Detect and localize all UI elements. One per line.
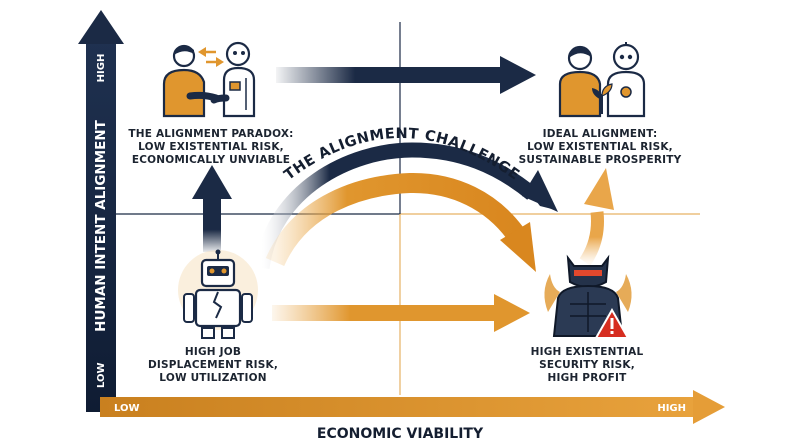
- human-robot-handshake-icon: [162, 41, 256, 118]
- warning-icon: [594, 307, 630, 339]
- y-axis: [78, 10, 124, 412]
- caption-bottom-left-line3: LOW UTILIZATION: [159, 372, 267, 384]
- arrow-bottom-right: [272, 294, 530, 332]
- caption-bottom-left-line1: HIGH JOB: [184, 346, 242, 358]
- caption-bottom-right-line2: SECURITY RISK,: [539, 359, 635, 371]
- y-axis-title: HUMAN INTENT ALIGNMENT: [93, 119, 109, 332]
- arc-navy: [254, 142, 537, 270]
- arrow-top-right: [276, 56, 536, 94]
- arrow-right-up: [579, 168, 614, 266]
- cracked-robot-icon: [178, 249, 258, 339]
- caption-top-left: THE ALIGNMENT PARADOX: LOW EXISTENTIAL R…: [128, 128, 294, 167]
- caption-top-right-line2: LOW EXISTENTIAL RISK,: [527, 141, 673, 153]
- caption-top-right-line3: SUSTAINABLE PROSPERITY: [518, 154, 682, 166]
- x-axis-low-label: LOW: [114, 403, 140, 414]
- caption-bottom-right: HIGH EXISTENTIAL SECURITY RISK, HIGH PRO…: [512, 346, 662, 385]
- y-axis-low-label: LOW: [96, 362, 107, 388]
- arc-orange: [265, 172, 524, 267]
- x-axis: [100, 390, 725, 424]
- x-axis-title: ECONOMIC VIABILITY: [317, 426, 484, 442]
- x-axis-high-label: HIGH: [657, 403, 686, 414]
- caption-top-right: IDEAL ALIGNMENT: LOW EXISTENTIAL RISK, S…: [510, 128, 690, 167]
- caption-top-left-line2: LOW EXISTENTIAL RISK,: [138, 141, 284, 153]
- arc-orange-head: [500, 222, 536, 272]
- human-robot-plant-icon: [558, 42, 646, 118]
- caption-top-right-line1: IDEAL ALIGNMENT:: [542, 128, 658, 140]
- caption-bottom-right-line1: HIGH EXISTENTIAL: [530, 346, 644, 358]
- caption-top-left-line1: THE ALIGNMENT PARADOX:: [128, 128, 294, 140]
- caption-bottom-left-line2: DISPLACEMENT RISK,: [147, 359, 279, 371]
- y-axis-high-label: HIGH: [96, 54, 107, 83]
- arrow-left-up: [192, 165, 232, 252]
- caption-bottom-left: HIGH JOB DISPLACEMENT RISK, LOW UTILIZAT…: [138, 346, 288, 385]
- caption-bottom-right-line3: HIGH PROFIT: [547, 372, 627, 384]
- caption-top-left-line3: ECONOMICALLY UNVIABLE: [131, 154, 291, 166]
